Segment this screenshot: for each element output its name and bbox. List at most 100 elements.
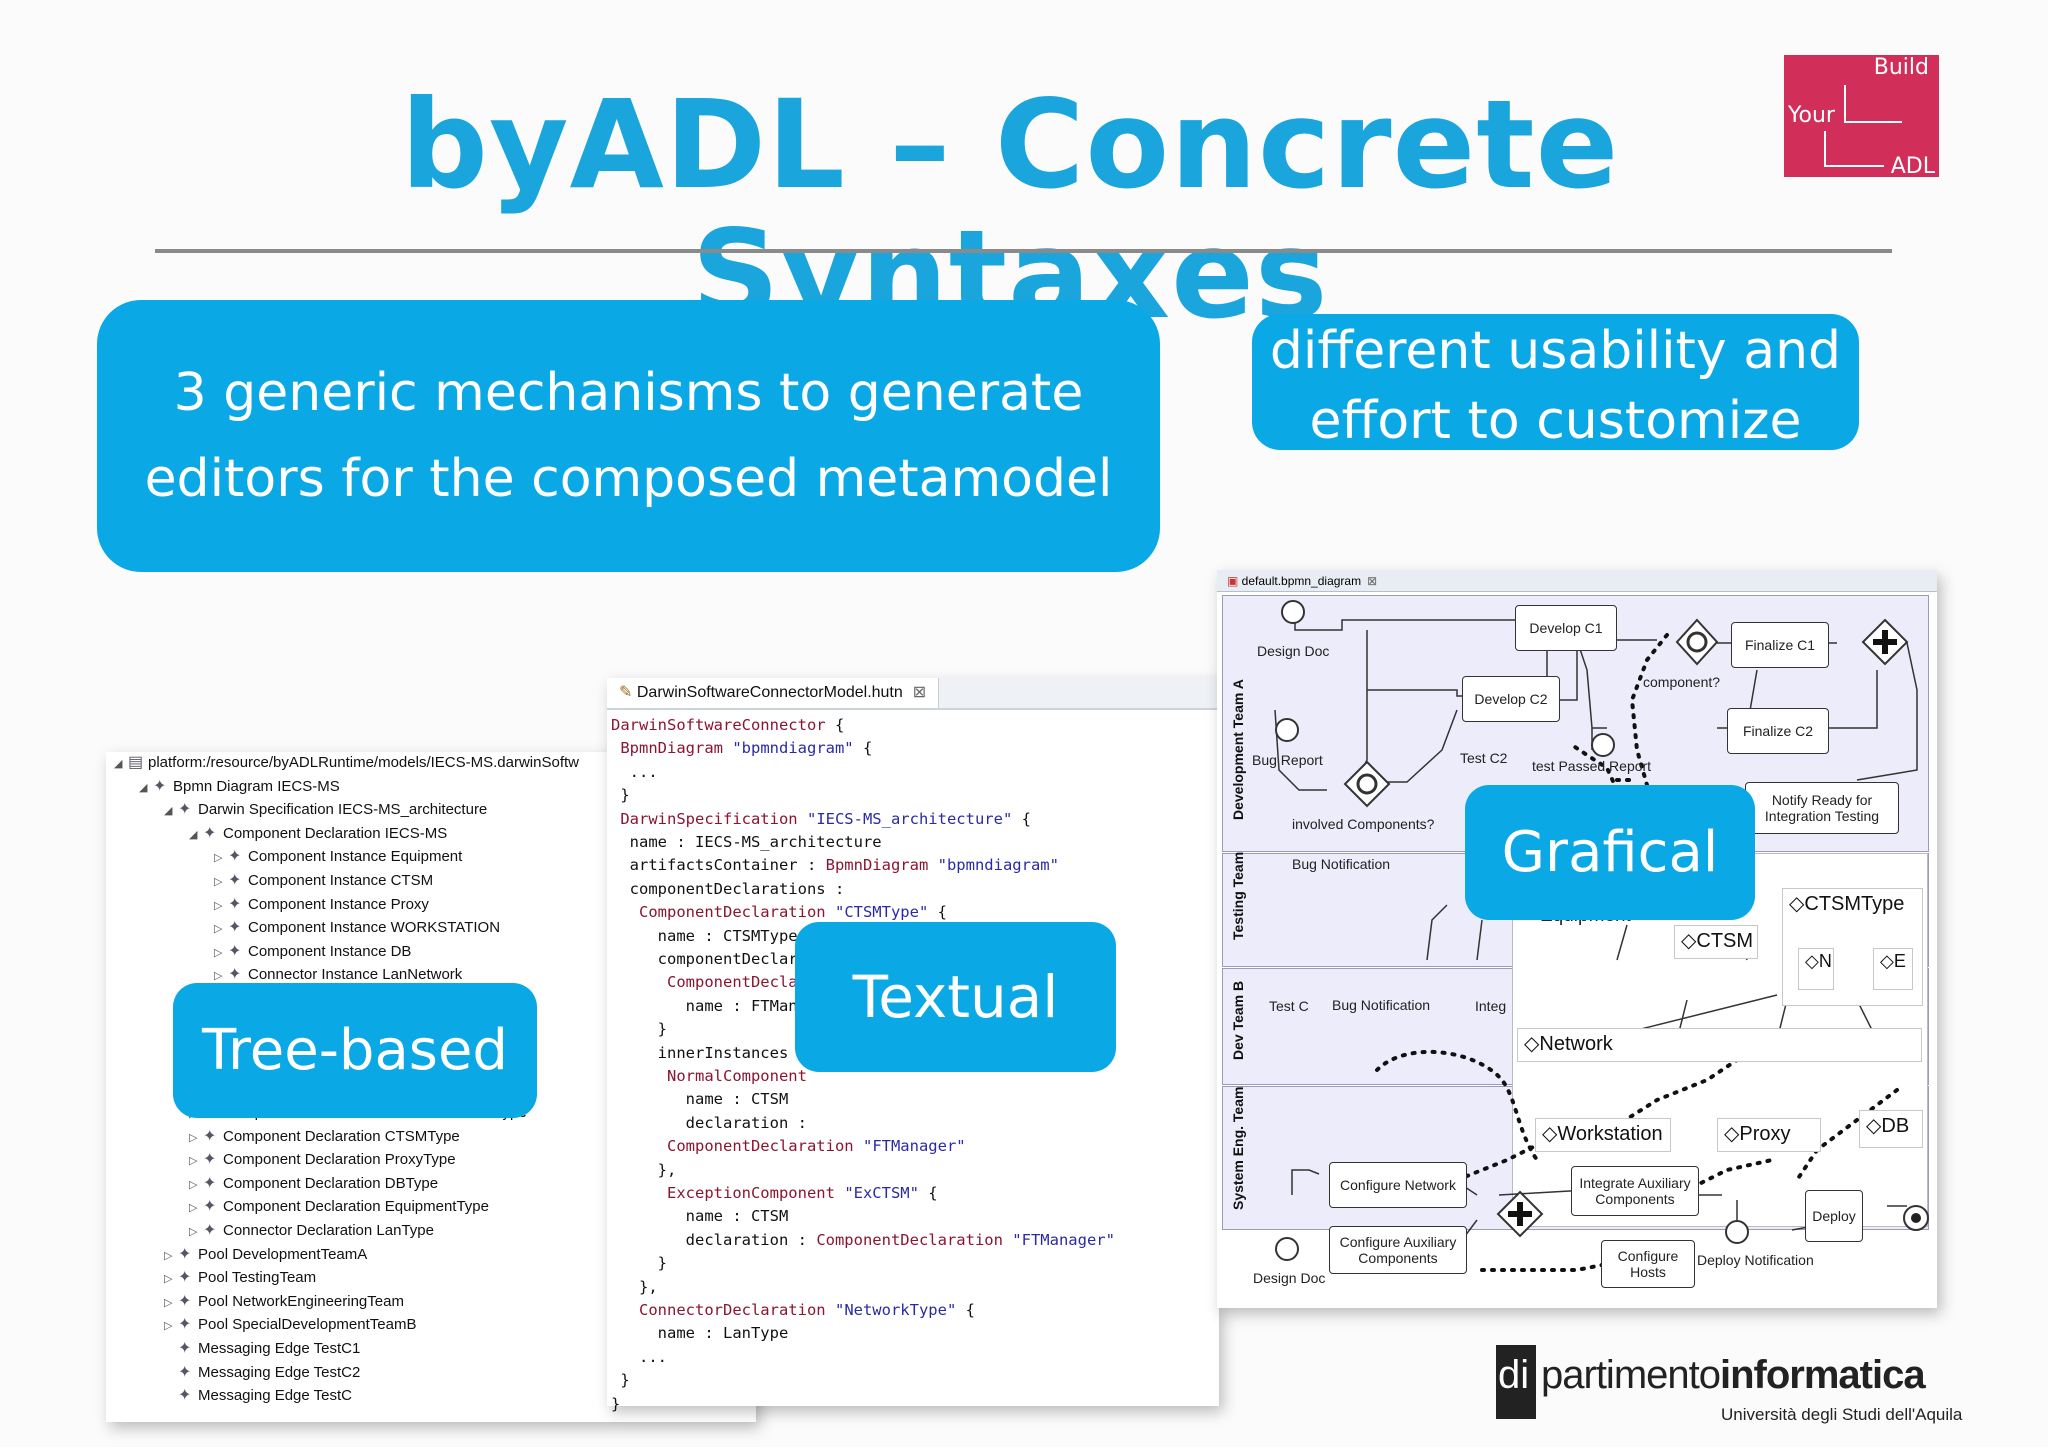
- tree-row[interactable]: ▷✦Connector Instance LanNetwork: [214, 964, 462, 986]
- collapsed-arrow-icon[interactable]: ▷: [164, 1273, 173, 1286]
- component-db[interactable]: ◇DB: [1859, 1110, 1923, 1148]
- logo-wordmark-bold: informatica: [1719, 1353, 1926, 1397]
- code-line: name : LanType: [611, 1322, 789, 1345]
- collapsed-arrow-icon[interactable]: ▷: [214, 946, 223, 959]
- tree-row[interactable]: ◢✦Bpmn Diagram IECS-MS: [139, 776, 340, 798]
- component-workstation[interactable]: ◇Workstation: [1535, 1118, 1671, 1152]
- code-text: {: [956, 1301, 975, 1319]
- tree-row-label: Bpmn Diagram IECS-MS: [173, 777, 340, 795]
- task-configure-network[interactable]: Configure Network: [1329, 1162, 1467, 1208]
- code-text: declaration :: [611, 1230, 817, 1249]
- component-proxy[interactable]: ◇Proxy: [1717, 1118, 1821, 1152]
- collapsed-arrow-icon[interactable]: ▷: [189, 1178, 198, 1191]
- tree-row[interactable]: ▷✦Component Instance Proxy: [214, 894, 429, 916]
- component-n[interactable]: ◇N: [1798, 948, 1834, 990]
- code-line: }: [611, 1369, 629, 1392]
- tree-row[interactable]: ▷✦Component Instance Equipment: [214, 846, 462, 868]
- graphical-editor-tab[interactable]: ▣ default.bpmn_diagram⊠: [1217, 570, 1937, 592]
- code-text: [1003, 1231, 1012, 1249]
- tree-row[interactable]: ▷✦Pool SpecialDevelopmentTeamB: [164, 1314, 416, 1336]
- node-icon: ✦: [203, 824, 217, 842]
- collapsed-arrow-icon[interactable]: ▷: [214, 923, 223, 936]
- node-icon: ✦: [228, 942, 242, 960]
- code-string: "bpmndiagram": [732, 739, 854, 758]
- tree-row[interactable]: ✦Messaging Edge TestC2: [164, 1362, 360, 1384]
- close-icon[interactable]: ⊠: [912, 684, 927, 701]
- task-notify-ready[interactable]: Notify Ready for Integration Testing: [1745, 782, 1899, 834]
- code-string: "FTManager": [1012, 1230, 1115, 1249]
- tree-row[interactable]: ▷✦Connector Declaration LanType: [189, 1220, 434, 1242]
- tree-row-label: Component Instance CTSM: [248, 872, 434, 889]
- task-configure-hosts[interactable]: Configure Hosts: [1601, 1240, 1695, 1288]
- component-network[interactable]: ◇Network: [1517, 1028, 1922, 1062]
- tree-row[interactable]: ▷✦Component Instance CTSM: [214, 870, 433, 892]
- task-develop-c1[interactable]: Develop C1: [1515, 605, 1617, 651]
- task-deploy[interactable]: Deploy: [1805, 1190, 1863, 1242]
- tree-row[interactable]: ▷✦Component Declaration EquipmentType: [189, 1196, 489, 1218]
- expanded-arrow-icon[interactable]: ◢: [139, 781, 148, 794]
- task-finalize-c2[interactable]: Finalize C2: [1727, 708, 1829, 754]
- collapsed-arrow-icon[interactable]: ▷: [164, 1249, 173, 1262]
- tree-row-label: Darwin Specification IECS-MS_architectur…: [198, 801, 488, 819]
- usability-line-1: different usability and: [1269, 321, 1842, 381]
- mechanisms-line-1: 3 generic mechanisms to generate: [173, 363, 1084, 423]
- tree-row[interactable]: ▷✦Component Instance DB: [214, 941, 411, 963]
- tree-row[interactable]: ▷✦Component Declaration DBType: [189, 1173, 438, 1195]
- textual-label: Textual: [795, 922, 1116, 1072]
- tree-row[interactable]: ◢▤platform:/resource/byADLRuntime/models…: [114, 752, 579, 774]
- node-icon: ✦: [178, 1340, 192, 1357]
- expanded-arrow-icon[interactable]: ◢: [164, 805, 173, 818]
- task-develop-c2[interactable]: Develop C2: [1462, 676, 1560, 722]
- tree-row[interactable]: ✦Messaging Edge TestC1: [164, 1338, 360, 1360]
- code-line: }: [611, 784, 629, 807]
- collapsed-arrow-icon[interactable]: ▷: [189, 1202, 198, 1215]
- collapsed-arrow-icon[interactable]: ▷: [214, 899, 223, 912]
- node-icon: ✦: [203, 1127, 217, 1145]
- code-string: "ExCTSM": [844, 1184, 919, 1202]
- code-text: artifactsContainer :: [611, 856, 826, 875]
- code-text: },: [611, 1160, 677, 1179]
- task-finalize-c1[interactable]: Finalize C1: [1731, 622, 1829, 668]
- tree-row-label: Component Declaration EquipmentType: [223, 1198, 489, 1216]
- code-line: declaration :: [611, 1112, 807, 1135]
- tree-row[interactable]: ▷✦Pool DevelopmentTeamA: [164, 1244, 367, 1266]
- collapsed-arrow-icon[interactable]: ▷: [189, 1226, 198, 1238]
- text-component-question: component?: [1643, 674, 1721, 690]
- node-icon: ✦: [178, 1316, 192, 1334]
- code-text: name : CTSM: [611, 1207, 789, 1226]
- collapsed-arrow-icon[interactable]: ▷: [189, 1155, 198, 1168]
- tree-row-label: Pool NetworkEngineeringTeam: [198, 1292, 404, 1310]
- code-text: declaration :: [611, 1113, 807, 1132]
- tree-row[interactable]: ◢✦Darwin Specification IECS-MS_architect…: [164, 799, 487, 821]
- editor-tab-label: DarwinSoftwareConnectorModel.hutn: [636, 684, 903, 701]
- collapsed-arrow-icon[interactable]: ▷: [214, 876, 223, 888]
- tree-row[interactable]: ▷✦Component Declaration CTSMType: [189, 1126, 460, 1148]
- tree-row[interactable]: ▷✦Pool NetworkEngineeringTeam: [164, 1291, 404, 1313]
- component-workstation-label: Workstation: [1557, 1123, 1663, 1145]
- close-icon[interactable]: ⊠: [1367, 574, 1378, 588]
- tree-row[interactable]: ◢✦Component Declaration IECS-MS: [189, 823, 447, 845]
- collapsed-arrow-icon[interactable]: ▷: [214, 852, 223, 865]
- tree-row-label: Pool DevelopmentTeamA: [198, 1245, 368, 1263]
- collapsed-arrow-icon[interactable]: ▷: [164, 1320, 173, 1333]
- tree-row[interactable]: ✦Messaging Edge TestC: [164, 1385, 352, 1407]
- code-keyword: NormalComponent: [611, 1067, 807, 1085]
- code-line: ...: [611, 1346, 667, 1369]
- code-text: {: [853, 739, 873, 758]
- component-e[interactable]: ◇E: [1873, 948, 1913, 990]
- component-ctsm[interactable]: ◇CTSM: [1674, 925, 1758, 959]
- task-configure-auxiliary[interactable]: Configure Auxiliary Components: [1329, 1226, 1467, 1274]
- task-integrate-auxiliary[interactable]: Integrate Auxiliary Components: [1571, 1166, 1699, 1216]
- tree-row[interactable]: ▷✦Component Declaration ProxyType: [189, 1149, 456, 1171]
- expanded-arrow-icon[interactable]: ◢: [189, 828, 198, 841]
- editor-tab[interactable]: ✎ DarwinSoftwareConnectorModel.hutn⊠: [607, 678, 940, 708]
- tree-row[interactable]: ▷✦Component Instance WORKSTATION: [214, 917, 500, 939]
- collapsed-arrow-icon[interactable]: ▷: [164, 1296, 173, 1309]
- collapsed-arrow-icon[interactable]: ▷: [189, 1131, 198, 1144]
- collapsed-arrow-icon[interactable]: ▷: [214, 970, 223, 983]
- code-text: [835, 1184, 844, 1202]
- expanded-arrow-icon[interactable]: ◢: [114, 758, 123, 770]
- tree-row[interactable]: ▷✦Pool TestingTeam: [164, 1267, 316, 1289]
- code-string: "NetworkType": [834, 1301, 957, 1319]
- node-icon: ✦: [178, 1387, 192, 1405]
